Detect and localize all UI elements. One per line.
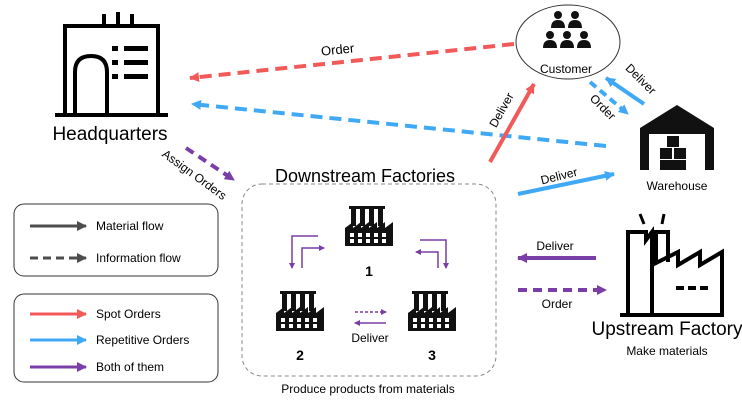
customer-label: Customer (540, 62, 592, 76)
arrow-1-to-2 (289, 235, 318, 269)
downstream-factories-caption: Produce products from materials (281, 382, 454, 396)
headquarters-icon (55, 12, 168, 117)
warehouse-to-hq-order-arrow (191, 99, 607, 148)
warehouse-icon (640, 105, 714, 170)
factory-1-label: 1 (365, 263, 373, 279)
downstream-factories-title: Downstream Factories (275, 166, 455, 186)
assign-orders-label: Assign Orders (159, 147, 229, 203)
factory-3-icon (408, 291, 456, 331)
customer-to-hq-order-label: Order (320, 40, 355, 58)
arrow-2-to-1 (301, 245, 325, 268)
arrow-3-to-1 (415, 249, 439, 268)
upstream-factory-caption: Make materials (626, 344, 707, 358)
upstream-factory-icon (620, 213, 724, 317)
warehouse-to-customer-deliver-arrow (604, 76, 646, 106)
customer-to-hq-order-arrow (189, 42, 515, 83)
customer-group-icon (543, 11, 591, 48)
customer-to-warehouse-order-arrow (588, 80, 630, 116)
downstream-to-customer-deliver-arrow (488, 83, 536, 163)
headquarters-label: Headquarters (52, 124, 167, 145)
downstream-to-warehouse-deliver-arrow (517, 170, 615, 196)
hq-to-downstream-assign-arrow (184, 146, 236, 182)
legend-material-flow-label: Material flow (96, 219, 164, 233)
downstream-to-upstream-order-label: Order (542, 297, 573, 311)
legend-information-flow-label: Information flow (96, 251, 181, 265)
legend-orders-box (13, 293, 219, 383)
legend-spot-orders-label: Spot Orders (96, 307, 161, 321)
warehouse-label: Warehouse (647, 179, 708, 193)
legend-flow-box (13, 203, 219, 277)
downstream-factories-box (241, 183, 497, 377)
factory-1-icon (345, 206, 393, 246)
upstream-to-downstream-deliver-label: Deliver (536, 239, 573, 253)
between-factories-deliver-label: Deliver (351, 331, 388, 345)
factory-3-label: 3 (428, 347, 436, 363)
legend-repetitive-orders-label: Repetitive Orders (96, 333, 189, 347)
customer-to-warehouse-order-label: Order (587, 91, 619, 123)
upstream-factory-label: Upstream Factory (592, 319, 742, 340)
legend-both-label: Both of them (96, 360, 164, 374)
arrow-1-to-3 (420, 239, 449, 269)
factory-2-icon (276, 291, 324, 331)
factory-2-label: 2 (296, 347, 304, 363)
